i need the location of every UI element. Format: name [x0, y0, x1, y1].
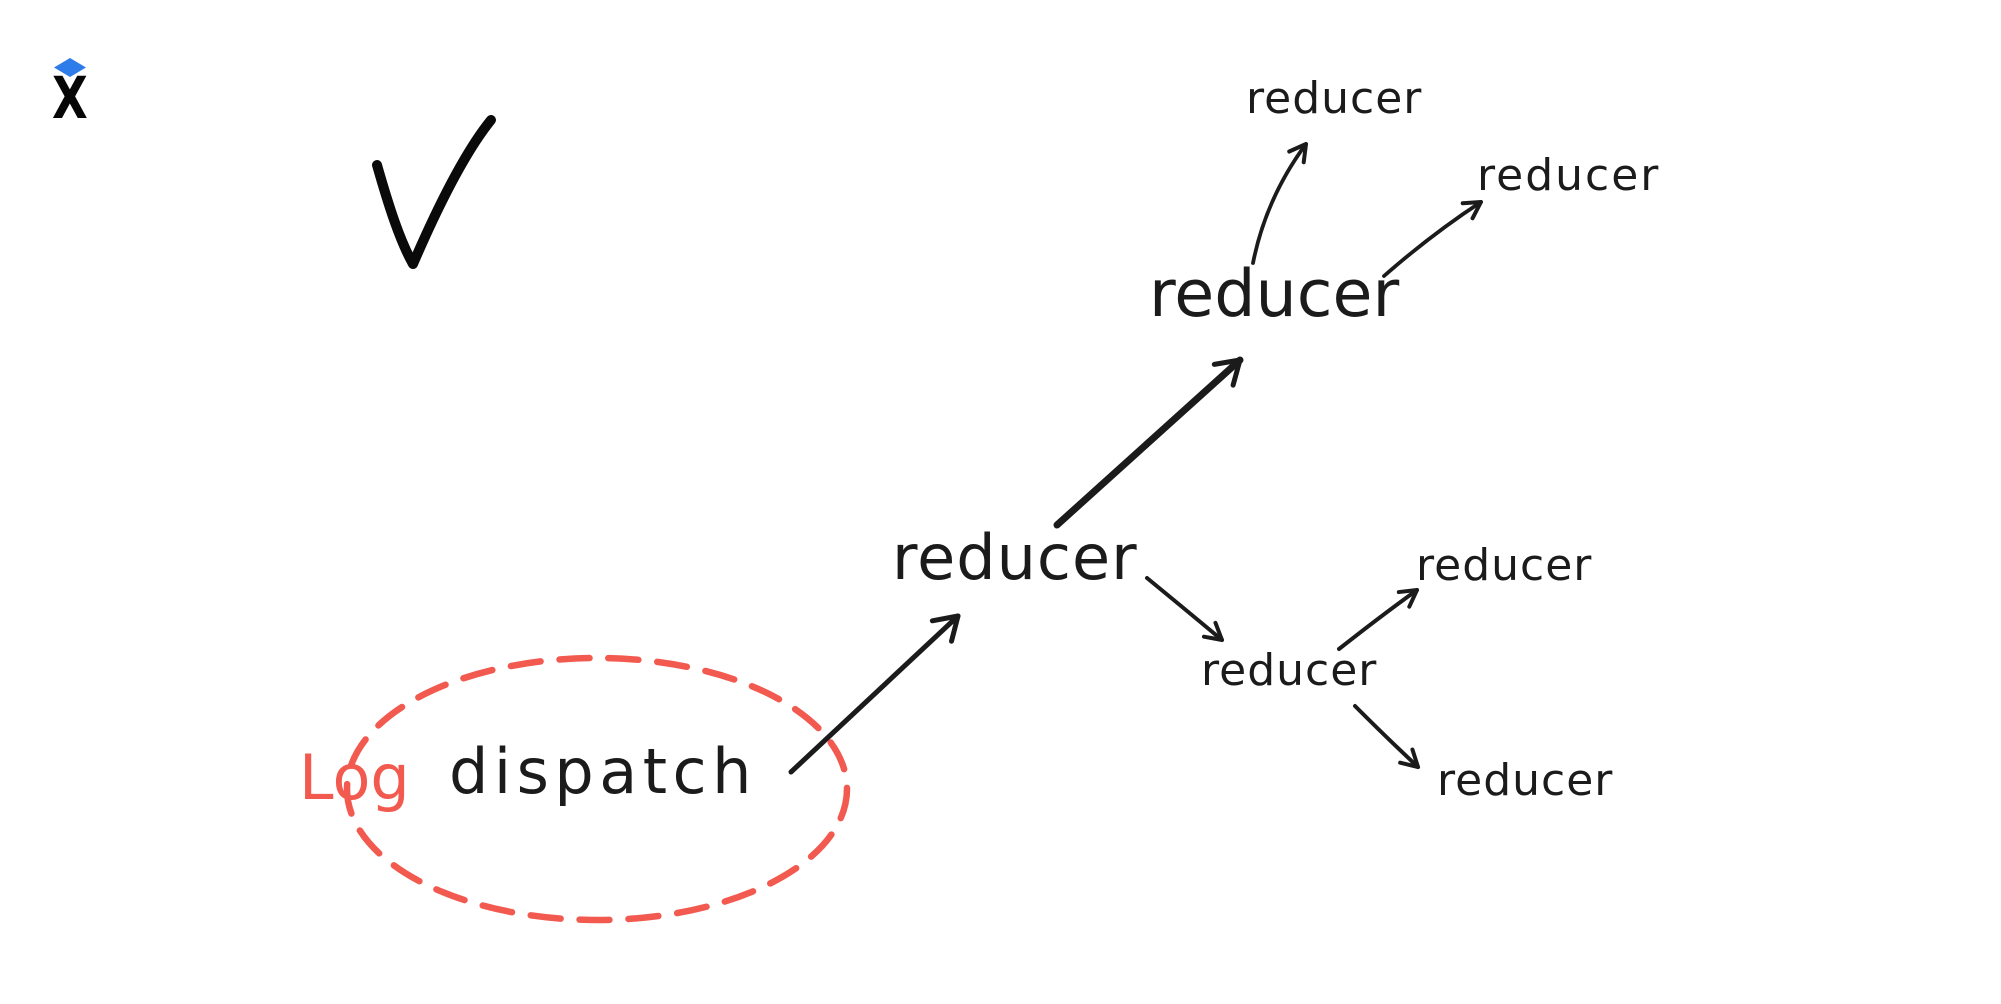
arrow-level2top-to-leaf-top-right	[1382, 200, 1483, 278]
log-annotation: Log	[299, 741, 410, 814]
reducer-node-leaf-top: reducer	[1246, 73, 1423, 124]
logo-diamond-icon[interactable]	[54, 58, 86, 77]
reducer-node-leaf-top-right: reducer	[1477, 150, 1661, 201]
arrow-dispatch-to-level1	[788, 613, 961, 775]
reducer-node-level2-bottom: reducer	[1201, 645, 1378, 696]
arrow-level2top-to-leaf-top	[1251, 142, 1308, 265]
highlight-ellipse	[343, 654, 851, 924]
checkmark-icon	[372, 115, 496, 269]
arrow-level1-to-level2-bottom	[1145, 576, 1224, 642]
reducer-node-leaf-mid-right: reducer	[1416, 540, 1593, 591]
reducer-node-level1: reducer	[892, 521, 1138, 594]
reducer-node-level2-top: reducer	[1149, 257, 1400, 332]
dispatch-label: dispatch	[449, 735, 757, 808]
arrow-level2bottom-to-leaf-mid-right	[1337, 588, 1419, 651]
reducer-node-leaf-bottom-right: reducer	[1437, 755, 1614, 806]
arrow-level2bottom-to-leaf-bottom-right	[1353, 704, 1420, 769]
arrow-level1-to-level2-top	[1053, 356, 1244, 529]
logo-x[interactable]: X	[52, 64, 88, 132]
